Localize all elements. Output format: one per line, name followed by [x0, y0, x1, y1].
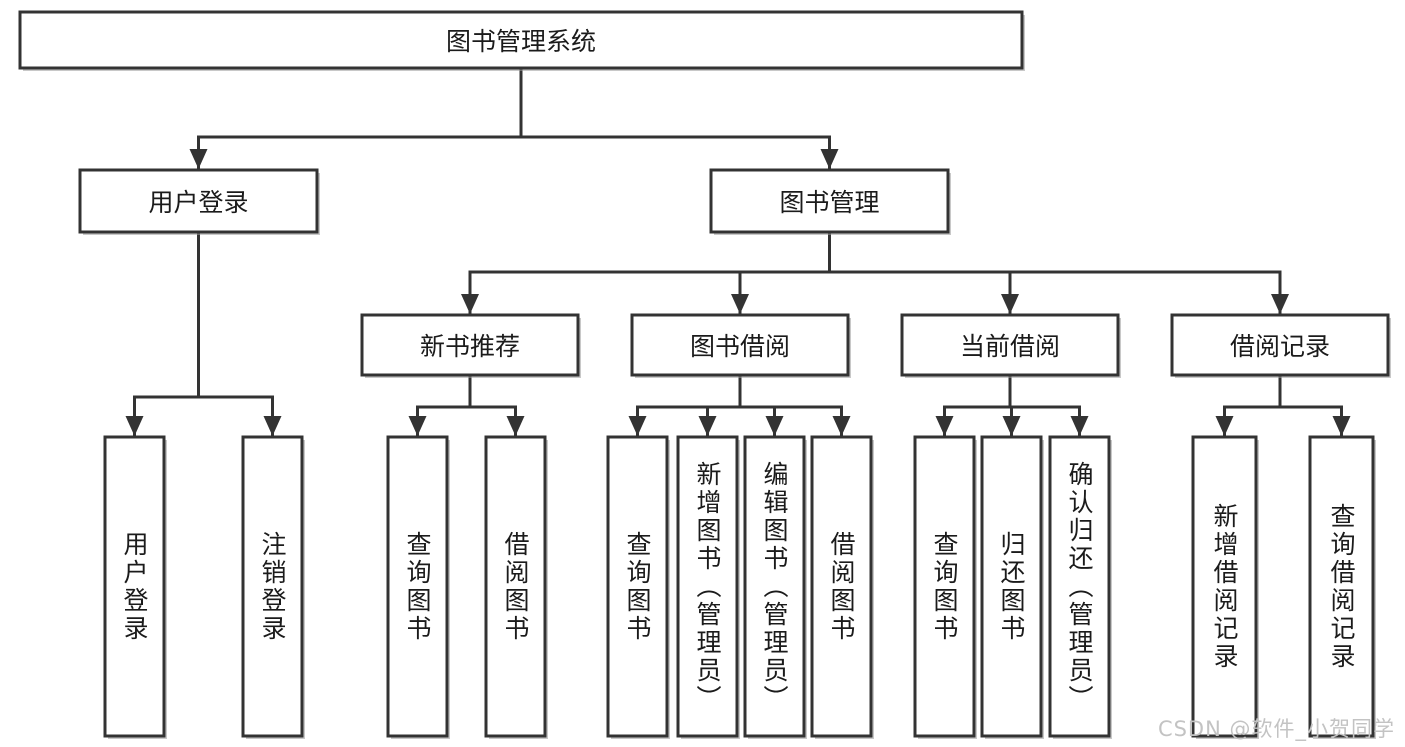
arrow-head: [1002, 416, 1021, 436]
arrow-head: [1070, 416, 1089, 436]
node-box-current-borrow[interactable]: [900, 313, 1120, 377]
arrow-head: [1332, 416, 1351, 436]
node-box-book-manage[interactable]: [709, 168, 950, 234]
node-box-leaf-borrow-book-rec[interactable]: [484, 435, 547, 738]
node-box-book-borrow[interactable]: [630, 313, 850, 377]
arrow-head: [408, 416, 427, 436]
node-box-leaf-query-book-rec[interactable]: [386, 435, 449, 738]
connectors-layer: [125, 66, 1351, 438]
node-box-leaf-user-login[interactable]: [103, 435, 166, 738]
node-box-leaf-add-book-admin[interactable]: [676, 435, 739, 738]
node-box-root[interactable]: [18, 10, 1024, 70]
arrow-head: [765, 416, 784, 436]
node-box-borrow-record[interactable]: [1170, 313, 1390, 377]
arrow-head: [935, 416, 954, 436]
arrow-head: [820, 149, 839, 169]
node-box-leaf-query-borrow-record[interactable]: [1308, 435, 1375, 738]
node-box-leaf-query-book-borrow[interactable]: [606, 435, 669, 738]
arrow-head: [1001, 294, 1019, 314]
node-box-new-book-recommend[interactable]: [360, 313, 580, 377]
arrow-head: [263, 416, 282, 436]
arrow-head: [1271, 294, 1289, 314]
node-box-leaf-confirm-return-admin[interactable]: [1048, 435, 1111, 738]
node-box-leaf-edit-book-admin[interactable]: [743, 435, 806, 738]
arrow-head: [125, 416, 144, 436]
arrow-head: [506, 416, 525, 436]
arrow-head: [731, 294, 749, 314]
arrow-head: [832, 416, 851, 436]
node-box-leaf-logout[interactable]: [241, 435, 304, 738]
node-box-user-login[interactable]: [78, 168, 319, 234]
node-box-leaf-query-book-current[interactable]: [913, 435, 976, 738]
node-box-leaf-borrow-book[interactable]: [810, 435, 873, 738]
arrow-head: [698, 416, 717, 436]
node-box-leaf-return-book[interactable]: [980, 435, 1043, 738]
arrow-head: [628, 416, 647, 436]
boxes-layer: [18, 10, 1391, 739]
node-box-leaf-add-borrow-record[interactable]: [1191, 435, 1258, 738]
arrow-head: [461, 294, 479, 314]
arrow-head: [189, 149, 208, 169]
arrow-head: [1215, 416, 1234, 436]
